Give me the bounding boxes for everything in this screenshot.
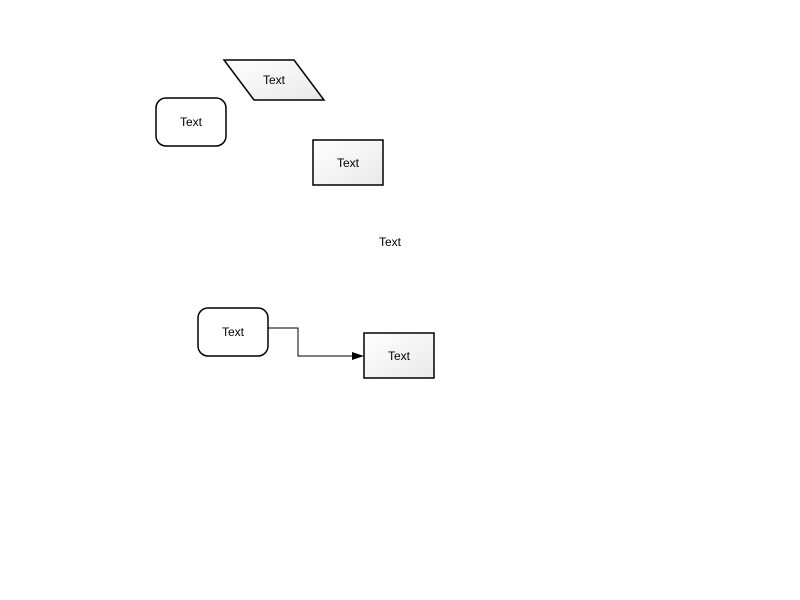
rounded-rect-label: Text [180, 115, 203, 129]
rounded-rect-source-label: Text [222, 325, 245, 339]
rect-shape[interactable]: Text [312, 139, 384, 186]
parallelogram-shape[interactable]: Text [222, 59, 326, 101]
free-text-label[interactable]: Text [379, 235, 402, 249]
rect-label: Text [337, 156, 360, 170]
rect-target-label: Text [388, 349, 411, 363]
rect-target-shape[interactable]: Text [363, 332, 435, 379]
parallelogram-label: Text [263, 73, 286, 87]
rounded-rect-shape[interactable]: Text [155, 97, 227, 147]
parallelogram-outline [222, 59, 326, 101]
rounded-rect-source-outline [197, 307, 269, 357]
rect-target-outline [363, 332, 435, 379]
rounded-rect-outline [155, 97, 227, 147]
rect-outline [312, 139, 384, 186]
connector-arrow[interactable] [268, 327, 364, 360]
rounded-rect-source-shape[interactable]: Text [197, 307, 269, 357]
